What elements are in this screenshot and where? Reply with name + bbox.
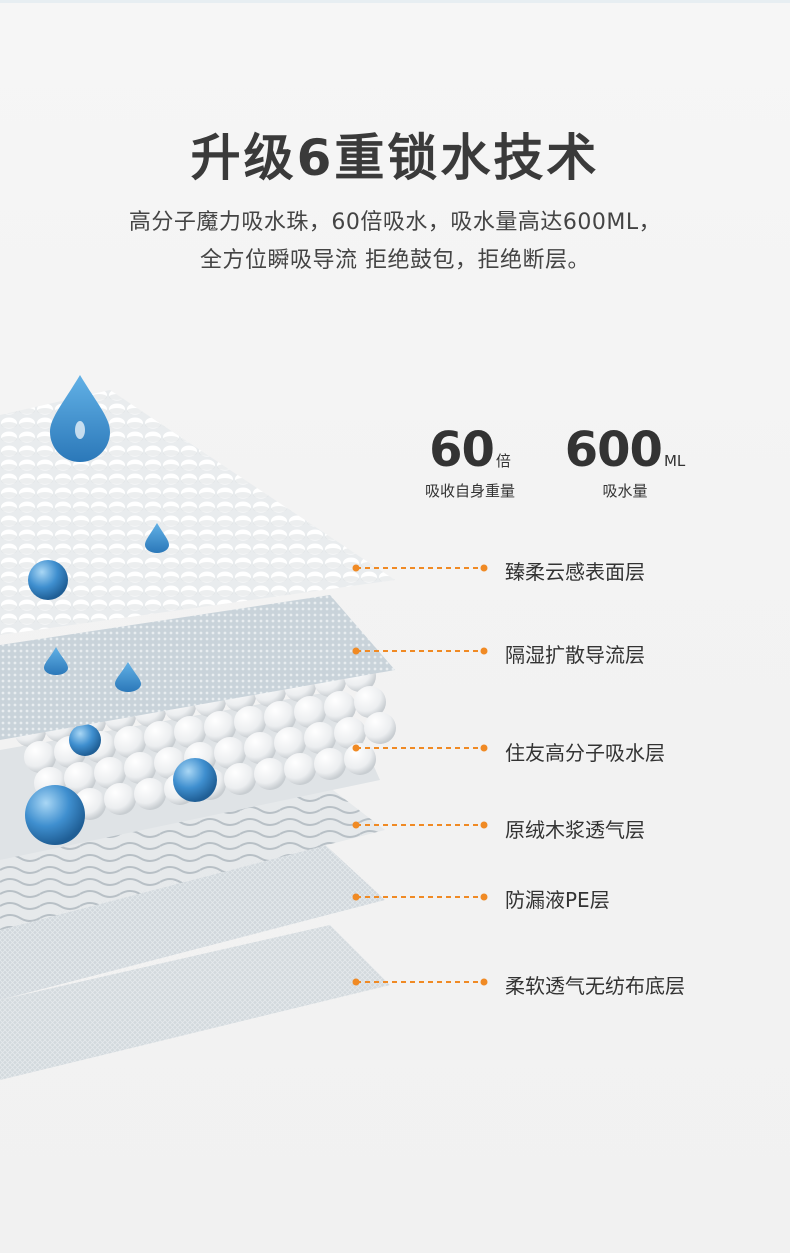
stat-value: 60 bbox=[429, 422, 495, 478]
absorbent-bead bbox=[224, 763, 256, 795]
layer-wood-pulp bbox=[0, 780, 385, 930]
absorbent-bead bbox=[234, 706, 266, 738]
layer-label-absorbent: 住友高分子吸水层 bbox=[505, 741, 665, 765]
stat-unit: 倍 bbox=[495, 452, 511, 470]
layer-bottom-nonwoven bbox=[0, 925, 390, 1080]
layer-pe bbox=[0, 840, 385, 1000]
absorbent-bead bbox=[64, 762, 96, 794]
absorbent-bead bbox=[244, 732, 276, 764]
stat-caption: 吸水量 bbox=[602, 482, 648, 500]
absorbent-bead bbox=[274, 727, 306, 759]
water-droplet-icon bbox=[50, 375, 110, 462]
absorbent-bead bbox=[314, 748, 346, 780]
absorbent-bead bbox=[204, 711, 236, 743]
water-droplet-small-icon bbox=[145, 523, 169, 553]
absorbent-bead-wet bbox=[25, 785, 85, 845]
absorbent-bead bbox=[174, 716, 206, 748]
stat-value: 600 bbox=[564, 422, 663, 478]
absorbent-bead bbox=[344, 743, 376, 775]
layer-label-surface: 臻柔云感表面层 bbox=[505, 560, 645, 584]
absorbent-bead bbox=[214, 737, 246, 769]
page-title: 升级6重锁水技术 bbox=[190, 129, 600, 187]
layer-label-pe: 防漏液PE层 bbox=[505, 888, 610, 912]
absorbent-bead bbox=[114, 726, 146, 758]
water-droplet-small-icon-3 bbox=[115, 662, 141, 692]
layer-label-wood-pulp: 原绒木浆透气层 bbox=[505, 818, 645, 842]
water-bead-icon bbox=[28, 560, 68, 600]
absorbent-bead bbox=[254, 758, 286, 790]
absorbent-bead bbox=[364, 712, 396, 744]
connector-4 bbox=[352, 821, 488, 829]
absorbent-bead bbox=[124, 752, 156, 784]
connector-6 bbox=[352, 978, 488, 986]
absorbent-bead-wet bbox=[69, 724, 101, 756]
subtitle-line-2: 全方位瞬吸导流 拒绝鼓包，拒绝断层。 bbox=[200, 248, 590, 273]
stat-caption: 吸收自身重量 bbox=[424, 482, 515, 500]
absorbent-bead bbox=[24, 741, 56, 773]
connector-1 bbox=[352, 564, 488, 572]
absorbent-bead bbox=[134, 778, 166, 810]
connector-3 bbox=[352, 744, 488, 752]
absorbent-bead bbox=[104, 783, 136, 815]
layer-diffusion-mesh bbox=[0, 595, 395, 740]
connector-2 bbox=[352, 647, 488, 655]
absorbent-bead bbox=[304, 722, 336, 754]
absorbent-bead bbox=[264, 701, 296, 733]
water-droplet-small-icon-2 bbox=[44, 647, 68, 675]
top-border-line bbox=[0, 0, 790, 3]
connector-5 bbox=[352, 893, 488, 901]
absorbent-bead bbox=[94, 757, 126, 789]
stat-unit: ML bbox=[663, 452, 686, 470]
absorbent-bead-wet bbox=[173, 758, 217, 802]
absorbent-bead bbox=[354, 686, 386, 718]
subtitle-line-1: 高分子魔力吸水珠，60倍吸水，吸水量高达600ML， bbox=[128, 210, 662, 235]
absorbent-bead bbox=[144, 721, 176, 753]
layer-label-diffusion: 隔湿扩散导流层 bbox=[505, 643, 645, 667]
layer-connectors bbox=[352, 564, 488, 986]
layer-illustration bbox=[0, 375, 488, 1080]
layer-label-bottom: 柔软透气无纺布底层 bbox=[505, 974, 685, 998]
absorbent-bead bbox=[324, 691, 356, 723]
absorbent-bead bbox=[294, 696, 326, 728]
absorbent-bead bbox=[334, 717, 366, 749]
absorbent-bead bbox=[284, 753, 316, 785]
